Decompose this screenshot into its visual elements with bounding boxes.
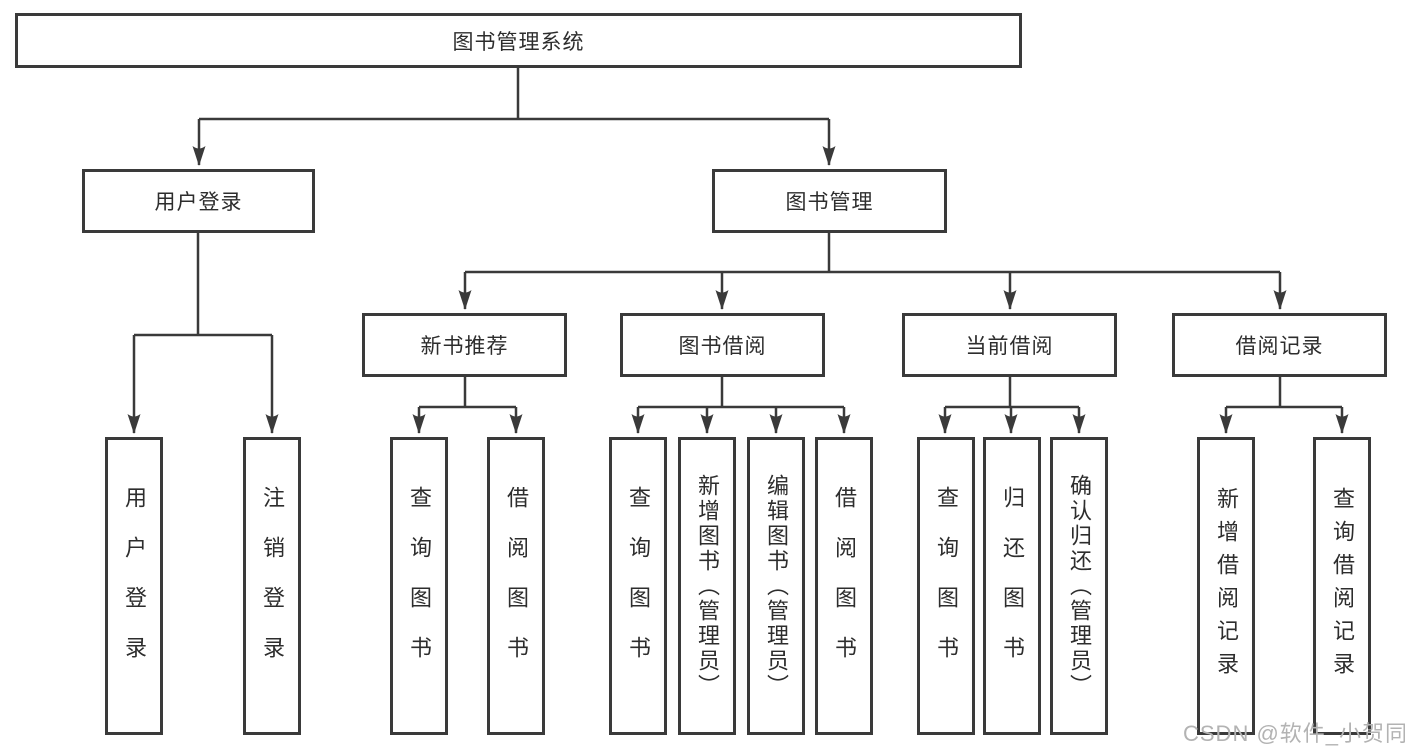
leaf-edit-book-admin-label: 编辑图书（管理员）	[764, 473, 789, 699]
node-current-borrowing-label: 当前借阅	[965, 335, 1054, 358]
leaf-query-borrow-record: 查询借阅记录	[1313, 437, 1371, 735]
node-book-borrowing: 图书借阅	[620, 313, 825, 377]
node-borrowing-records: 借阅记录	[1172, 313, 1387, 377]
leaf-query-books-recommend: 查询图书	[390, 437, 448, 735]
leaf-logout: 注销登录	[243, 437, 301, 735]
node-new-book-recommend-label: 新书推荐	[420, 335, 509, 358]
leaf-query-books-recommend-label: 查询图书	[407, 486, 432, 686]
node-book-borrowing-label: 图书借阅	[678, 335, 767, 358]
leaf-add-book-admin: 新增图书（管理员）	[678, 437, 736, 735]
node-new-book-recommend: 新书推荐	[362, 313, 567, 377]
leaf-query-books-current: 查询图书	[917, 437, 975, 735]
leaf-user-login-label: 用户登录	[122, 486, 147, 686]
leaf-query-books-current-label: 查询图书	[934, 486, 959, 686]
leaf-return-books: 归还图书	[983, 437, 1041, 735]
node-user-login-label: 用户登录	[154, 191, 243, 214]
leaf-query-books-borrowing-label: 查询图书	[626, 486, 651, 686]
leaf-query-borrow-record-label: 查询借阅记录	[1330, 487, 1355, 685]
node-library-system-label: 图书管理系统	[452, 30, 585, 54]
leaf-user-login: 用户登录	[105, 437, 163, 735]
leaf-query-books-borrowing: 查询图书	[609, 437, 667, 735]
leaf-add-borrow-record-label: 新增借阅记录	[1214, 487, 1239, 685]
node-book-management-label: 图书管理	[785, 191, 874, 214]
node-current-borrowing: 当前借阅	[902, 313, 1117, 377]
leaf-edit-book-admin: 编辑图书（管理员）	[747, 437, 805, 735]
leaf-borrow-books-borrowing-label: 借阅图书	[832, 486, 857, 686]
leaf-confirm-return-admin: 确认归还（管理员）	[1050, 437, 1108, 735]
leaf-borrow-books-recommend-label: 借阅图书	[504, 486, 529, 686]
leaf-return-books-label: 归还图书	[1000, 486, 1025, 686]
node-book-management: 图书管理	[712, 169, 947, 233]
leaf-confirm-return-admin-label: 确认归还（管理员）	[1067, 473, 1092, 699]
leaf-borrow-books-recommend: 借阅图书	[487, 437, 545, 735]
node-borrowing-records-label: 借阅记录	[1235, 335, 1324, 358]
leaf-logout-label: 注销登录	[260, 486, 285, 686]
leaf-add-book-admin-label: 新增图书（管理员）	[695, 473, 720, 699]
leaf-borrow-books-borrowing: 借阅图书	[815, 437, 873, 735]
csdn-watermark: CSDN @软件_小贺同学	[1183, 721, 1405, 746]
leaf-add-borrow-record: 新增借阅记录	[1197, 437, 1255, 735]
node-user-login: 用户登录	[82, 169, 315, 233]
node-library-system: 图书管理系统	[15, 13, 1022, 68]
